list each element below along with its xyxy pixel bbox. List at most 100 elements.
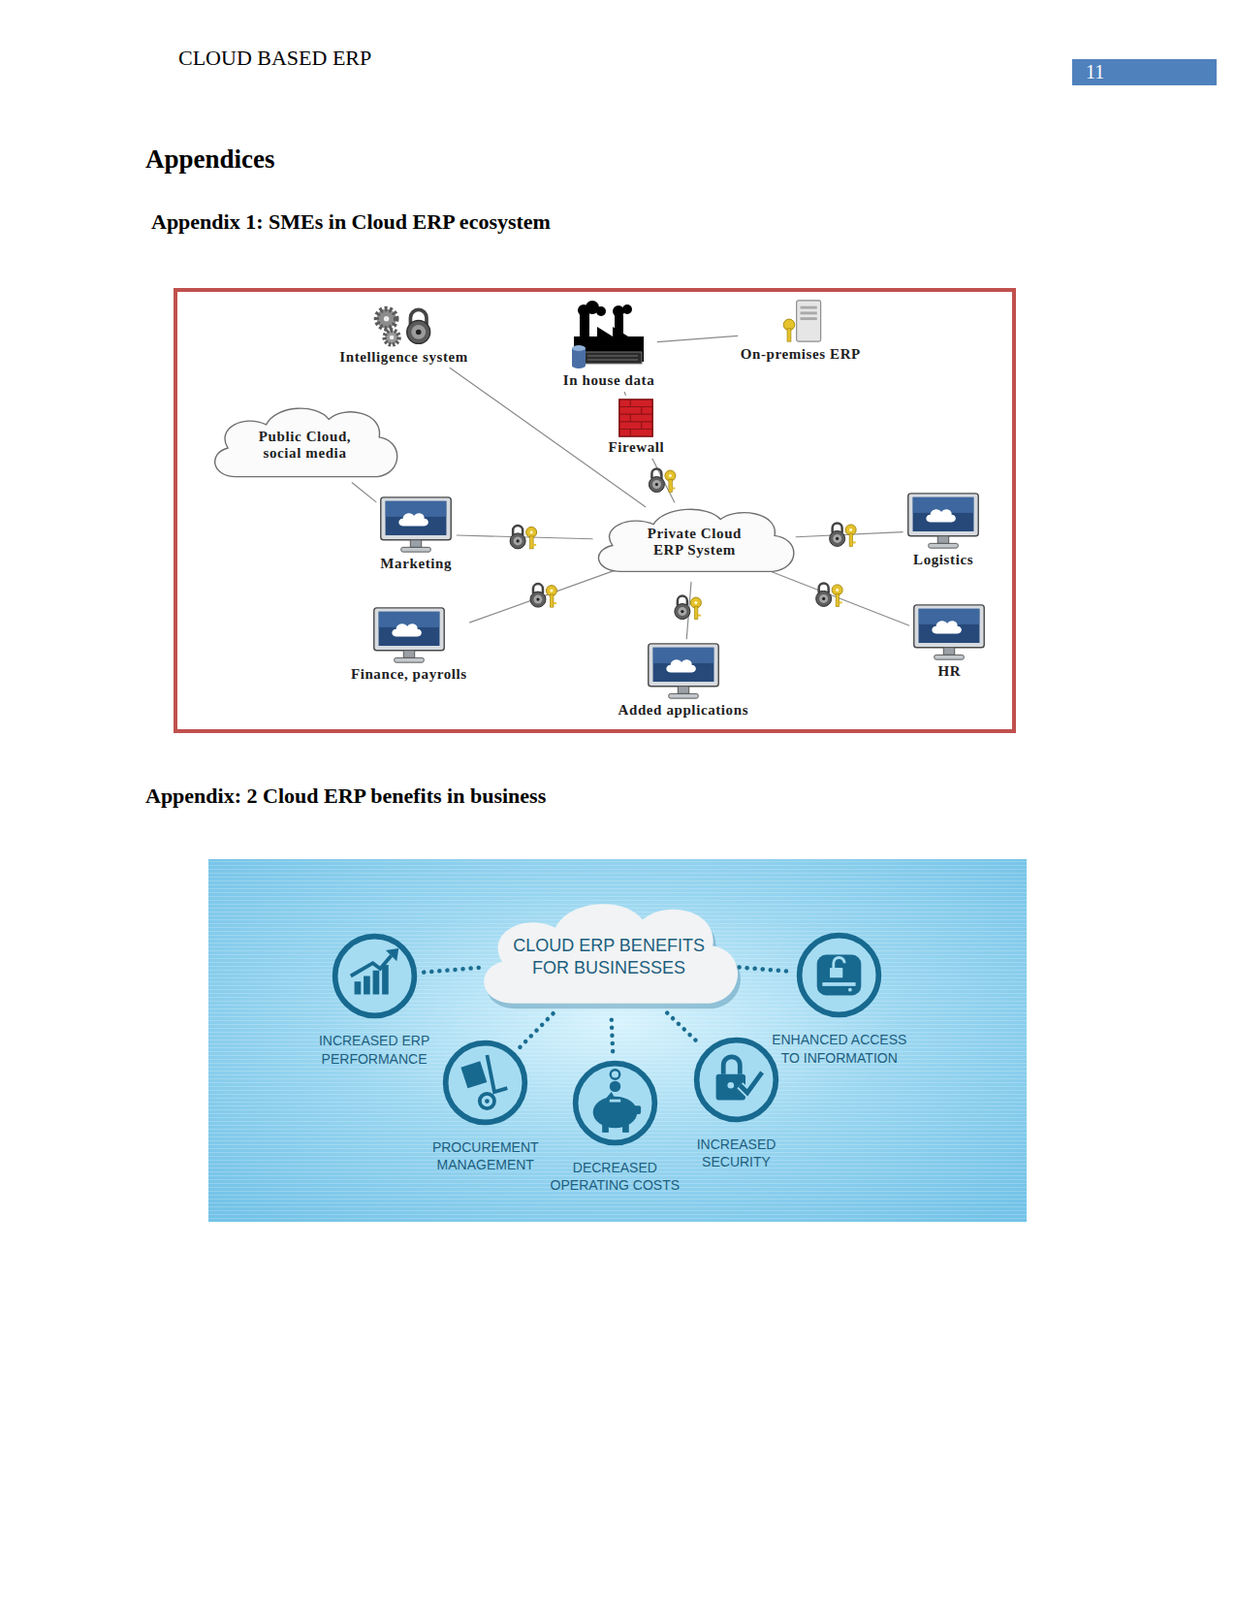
icon-part	[799, 935, 880, 1015]
module-monitor: HR	[911, 602, 987, 680]
cloud-shape: CLOUD ERP BENEFITS FOR BUSINESSES	[468, 890, 750, 1022]
icon-part	[800, 306, 818, 310]
icon-part	[383, 330, 399, 346]
icon-part	[817, 954, 862, 996]
icon-part	[829, 530, 846, 546]
icon-part	[549, 594, 554, 607]
icon-part	[376, 309, 396, 329]
node-icon	[569, 1056, 662, 1149]
cloud-fill	[598, 508, 793, 571]
node-label: CLOUD ERP BENEFITS FOR BUSINESSES	[502, 934, 716, 981]
node-label: DECREASED OPERATING COSTS	[537, 1158, 693, 1194]
icon-part	[372, 970, 380, 995]
network-link	[657, 335, 737, 342]
icon-part	[619, 399, 653, 437]
icon-part	[385, 501, 447, 536]
icon-part	[849, 528, 853, 532]
figure-heading: Appendix 1: SMEs in Cloud ERP ecosystem	[151, 211, 551, 233]
icon-part	[571, 362, 586, 369]
icon-part	[932, 620, 963, 634]
icon-part	[655, 482, 659, 486]
icon-part	[697, 1039, 777, 1119]
icon-part	[509, 533, 526, 549]
figure-texture	[208, 858, 1027, 1222]
running-header: CLOUD BASED ERP	[178, 47, 372, 69]
icon-part	[800, 316, 818, 320]
icon-part	[353, 982, 361, 995]
icon-part	[583, 351, 642, 364]
icon-part	[739, 1072, 762, 1093]
icon-part	[533, 595, 542, 604]
icon-part	[587, 355, 638, 360]
node-label: Public Cloud, social media	[244, 428, 366, 463]
cloud-outline	[203, 399, 406, 490]
icon-part	[816, 590, 832, 606]
icon-part	[461, 1060, 488, 1088]
lock-key-symbol	[674, 596, 702, 620]
icon-part	[944, 646, 955, 655]
icon-part	[652, 646, 714, 681]
lock-key-symbol	[509, 525, 538, 549]
icon-part	[668, 693, 699, 698]
dotted-connector	[738, 967, 791, 972]
icon-part	[533, 543, 537, 546]
icon-part	[908, 493, 979, 537]
benefit-badge: ENHANCED ACCESS TO INFORMATION	[761, 928, 918, 1066]
icon-part	[406, 320, 430, 345]
icon-part	[609, 1099, 621, 1103]
icon-part	[913, 497, 975, 532]
icon-part	[479, 1093, 495, 1109]
icon-part	[384, 948, 398, 961]
icon-part	[382, 316, 389, 322]
node-label: Firewall	[608, 439, 666, 456]
icon-part	[937, 536, 949, 544]
icon-part	[849, 533, 854, 546]
icon-part	[363, 976, 371, 995]
icon-part	[571, 345, 586, 351]
icon-part	[823, 982, 856, 986]
icon-part	[833, 957, 845, 968]
icon-part	[671, 487, 675, 490]
benefit-badge: INCREASED SECURITY	[680, 1033, 793, 1171]
icon-part	[727, 1081, 734, 1089]
lock-key-symbol	[816, 582, 844, 606]
icon-part	[848, 987, 853, 992]
node-label: INCREASED SECURITY	[680, 1135, 793, 1171]
node-label: On-premises ERP	[740, 346, 861, 363]
lock-key-symbol	[829, 522, 857, 546]
node-label: ENHANCED ACCESS TO INFORMATION	[761, 1030, 918, 1066]
network-link	[470, 568, 621, 623]
icon-part	[516, 538, 520, 542]
node-icon	[328, 929, 421, 1022]
node-label: Logistics	[913, 551, 974, 569]
firewall-icon: Firewall	[608, 397, 666, 456]
icon-part	[787, 328, 792, 342]
page-number: 11	[1085, 62, 1105, 82]
icon-part	[610, 1069, 621, 1079]
icon-part	[553, 602, 557, 604]
figure-background	[208, 858, 1027, 1222]
icon-part	[536, 598, 539, 602]
icon-part	[652, 479, 662, 489]
icon-part	[602, 1120, 609, 1132]
icon-part	[609, 1080, 621, 1092]
network-link	[624, 391, 626, 395]
node-icon	[378, 495, 454, 555]
icon-part	[694, 601, 698, 604]
icon-part	[605, 1091, 616, 1099]
icon-part	[579, 313, 590, 337]
dotted-connector	[666, 1013, 701, 1046]
icon-part	[513, 536, 523, 545]
dotted-connector	[611, 1019, 613, 1054]
icon-part	[648, 643, 719, 687]
node-icon	[615, 397, 657, 439]
icon-part	[668, 479, 673, 493]
module-monitor: Finance, payrolls	[350, 605, 468, 683]
node-label: PROCUREMENT MANAGEMENT	[419, 1138, 551, 1173]
icon-part	[723, 1055, 740, 1074]
icon-part	[593, 1096, 638, 1128]
icon-part	[374, 607, 444, 651]
icon-part	[925, 508, 956, 522]
